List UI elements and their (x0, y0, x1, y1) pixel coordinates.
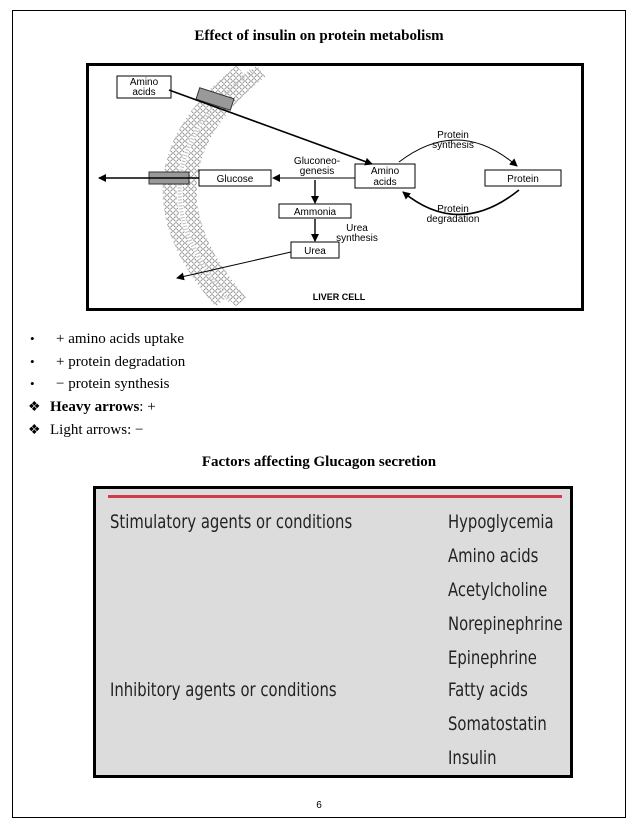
effects-list: • + amino acids uptake • + protein degrada… (28, 328, 185, 443)
ammonia-box (278, 203, 352, 219)
stimulatory-item: Hypoglycemia (448, 511, 554, 533)
amino-acids-center-label: Amino (371, 166, 400, 177)
stimulatory-item: Epinephrine (448, 647, 537, 669)
list-item: • − protein synthesis (28, 373, 185, 396)
stimulatory-item: Norepinephrine (448, 613, 563, 635)
glucagon-factors-table: Stimulatory agents or conditions Inhibit… (93, 486, 573, 778)
gluconeogenesis-label-2: genesis (300, 166, 334, 177)
liver-cell-label: LIVER CELL (313, 292, 366, 302)
protein-label: Protein (507, 174, 539, 185)
list-item-text: − protein synthesis (56, 376, 170, 392)
inhibitory-item: Somatostatin (448, 713, 547, 735)
urea-label: Urea (304, 246, 326, 257)
protein-synthesis-label-2: synthesis (432, 140, 474, 151)
inhibitory-item: Insulin (448, 747, 497, 769)
stimulatory-label: Stimulatory agents or conditions (110, 511, 353, 533)
protein-degradation-label-2: degradation (427, 214, 480, 225)
list-item: • + protein degradation (28, 351, 185, 374)
diamond-bullet-icon: ❖ (28, 423, 41, 438)
glucose-label: Glucose (217, 174, 254, 185)
arrow-protein-degradation (402, 189, 520, 216)
accent-rule (108, 495, 562, 498)
diamond-bullet-icon: ❖ (28, 399, 41, 415)
legend-item: ❖ Light arrows: − (28, 419, 185, 443)
protein-box (484, 169, 562, 187)
bullet-dot-icon: • (30, 353, 35, 369)
list-item-text: + protein degradation (56, 353, 186, 370)
gluconeogenesis-label: Gluconeo- (294, 156, 340, 167)
protein-synthesis-label: Protein (437, 130, 469, 141)
amino-acids-center-label-2: acids (373, 177, 396, 188)
page-number: 6 (316, 800, 322, 811)
arrow-protein-synthesis (398, 139, 518, 167)
urea-box (290, 241, 340, 259)
stimulatory-item: Acetylcholine (448, 579, 548, 601)
protein-degradation-label: Protein (437, 204, 469, 215)
insulin-protein-diagram: Amino acids Glucose Gluconeo- genesis Am… (86, 63, 584, 311)
page-border (12, 10, 626, 818)
amino-acid-transporter (195, 87, 235, 111)
legend-bold-text: Heavy arrows (50, 398, 140, 415)
bullet-dot-icon: • (30, 376, 35, 391)
arrow-amino-uptake (168, 89, 373, 166)
amino-acids-outside-label-2: acids (132, 87, 155, 98)
amino-acids-center-box (354, 163, 416, 189)
section-title: Factors affecting Glucagon secretion (201, 454, 437, 470)
list-item: • + amino acids uptake (28, 328, 185, 351)
legend-item: ❖ Heavy arrows: + (28, 396, 185, 420)
list-item-text: + amino acids uptake (56, 331, 185, 347)
legend-text: : + (139, 398, 156, 415)
amino-acids-outside-label: Amino (130, 77, 159, 88)
inhibitory-label: Inhibitory agents or conditions (110, 679, 337, 701)
legend-text: Light arrows: − (50, 422, 144, 438)
stimulatory-item: Amino acids (448, 545, 539, 567)
amino-acids-outside-box (116, 75, 172, 99)
urea-synthesis-label-2: synthesis (336, 233, 378, 244)
bullet-dot-icon: • (30, 331, 35, 346)
page-title: Effect of insulin on protein metabolism (194, 28, 444, 44)
ammonia-label: Ammonia (294, 207, 337, 218)
inhibitory-item: Fatty acids (448, 679, 528, 701)
arrow-urea-out (176, 251, 292, 281)
urea-synthesis-label: Urea (346, 223, 368, 234)
diagram-arrows (98, 89, 520, 281)
